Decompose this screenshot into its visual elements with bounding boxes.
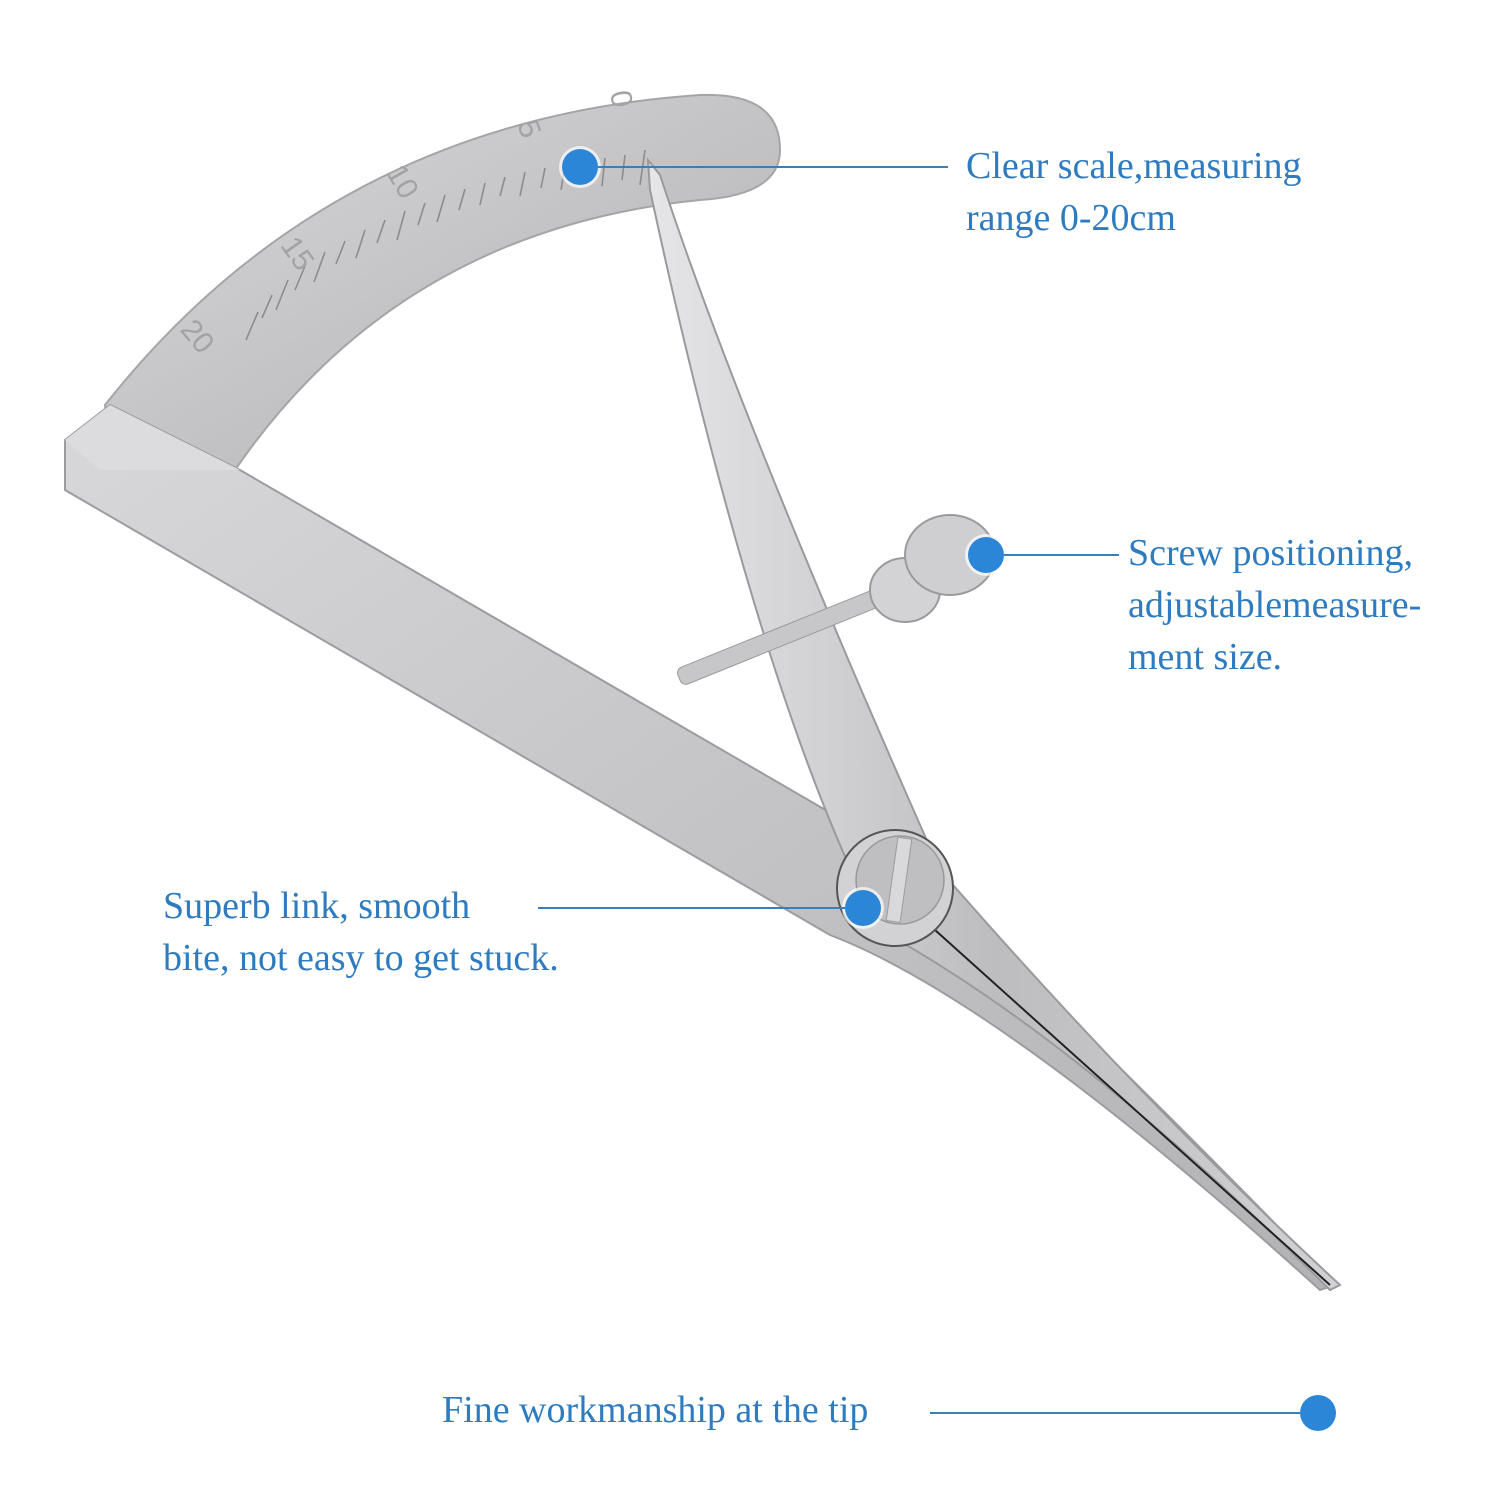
callout-text-link: Superb link, smooth bite, not easy to ge… xyxy=(163,885,559,979)
callout-line-scale xyxy=(598,166,948,168)
callout-line-link xyxy=(538,907,845,909)
callout-text-scale: Clear scale,measuring range 0-20cm xyxy=(966,145,1302,239)
callout-text-tip: Fine workmanship at the tip xyxy=(442,1389,869,1431)
callout-line-tip xyxy=(930,1412,1300,1414)
callout-dot-link xyxy=(845,890,881,926)
hinge-screw xyxy=(836,829,954,947)
callout-dot-tip xyxy=(1300,1395,1336,1431)
callout-dot-scale xyxy=(562,149,598,185)
knurled-knob xyxy=(869,514,996,623)
moving-leg xyxy=(646,156,1342,1292)
callout-line-screw xyxy=(1004,554,1119,556)
callout-dot-screw xyxy=(968,537,1004,573)
callout-text-screw: Screw positioning, adjustablemeasure- me… xyxy=(1128,532,1422,678)
